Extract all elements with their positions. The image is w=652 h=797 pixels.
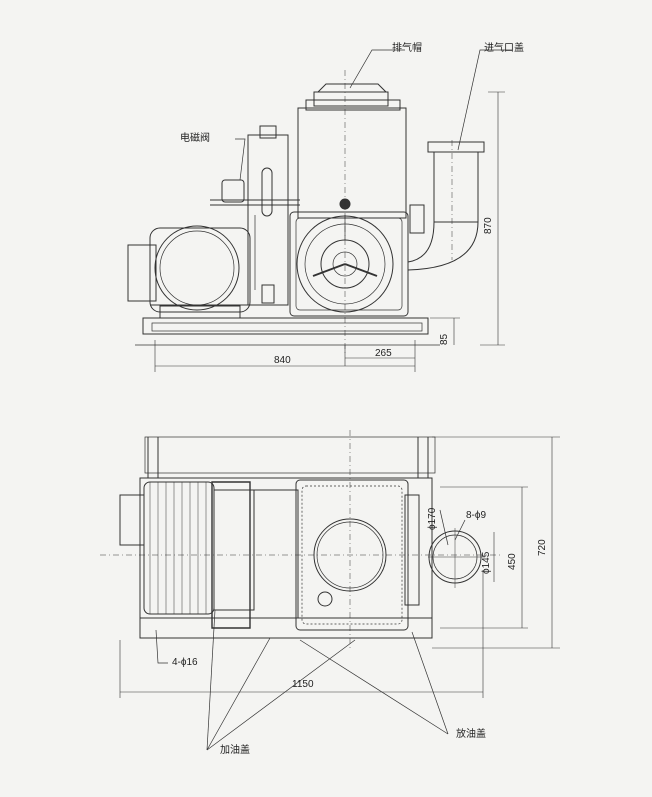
dim-flange-holes: 8-ϕ9 <box>466 510 487 521</box>
solenoid-valve-label: 电磁阀 <box>180 133 210 144</box>
dim-top-width: 720 <box>537 539 548 556</box>
dim-front-width: 840 <box>274 355 291 366</box>
dim-pcd: ϕ170 <box>427 507 438 530</box>
dim-base-height: 85 <box>439 333 450 345</box>
oil-drain-cap-label: 放油盖 <box>456 729 486 740</box>
front-view <box>127 49 512 372</box>
dim-front-height: 870 <box>483 217 494 234</box>
oil-fill-cap-label: 加油盖 <box>220 745 250 756</box>
inlet-cover-label: 进气口盖 <box>484 43 524 54</box>
dim-bore: ϕ145 <box>481 551 492 574</box>
dim-bolt-holes: 4-ϕ16 <box>172 657 198 668</box>
exhaust-cap-label: 排气帽 <box>392 43 422 54</box>
top-view <box>100 430 560 751</box>
dim-front-offset: 265 <box>375 348 392 359</box>
dim-top-length: 1150 <box>292 679 314 690</box>
dim-flange-span: 450 <box>507 553 518 570</box>
